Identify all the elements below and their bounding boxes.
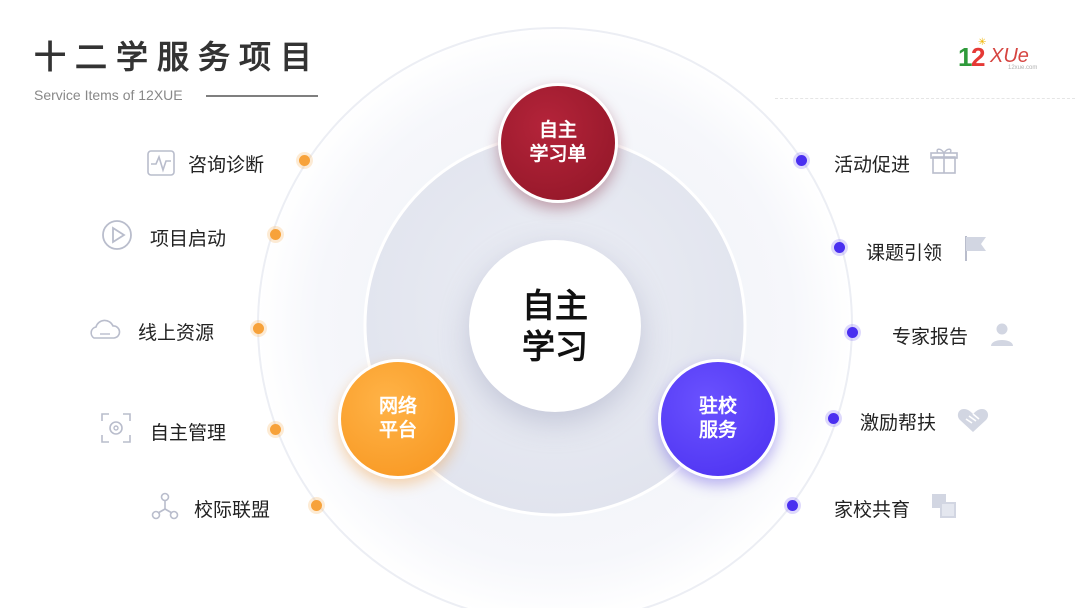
gear-frame-icon — [101, 413, 131, 443]
page-subtitle: Service Items of 12XUE — [34, 87, 183, 103]
left-item-launch-dot — [270, 229, 281, 240]
node-online-platform-label: 网络 平台 — [378, 395, 417, 441]
network-nodes-icon — [151, 492, 179, 520]
handshake-icon — [957, 409, 989, 432]
overlap-squares-icon — [932, 494, 956, 518]
gift-icon — [930, 148, 958, 174]
subtitle-underline — [206, 95, 318, 97]
node-self-study-sheet-label: 自主 学习单 — [529, 119, 587, 165]
right-item-activity: 活动促进 — [834, 154, 911, 176]
cloud-icon — [90, 319, 121, 339]
center-node-label: 自主 学习 — [522, 285, 588, 366]
flag-icon — [965, 236, 986, 261]
node-self-study-sheet[interactable]: 自主 学习单 — [498, 83, 618, 203]
logo-digit-2: 2 — [971, 42, 986, 72]
right-item-research: 课题引领 — [866, 242, 943, 264]
node-onsite-service[interactable]: 驻校 服务 — [658, 359, 778, 479]
right-item-research-dot — [834, 242, 845, 253]
logo-small-text: 12xue.com — [1008, 65, 1038, 71]
play-circle-icon — [102, 220, 132, 250]
right-item-home-school: 家校共育 — [834, 499, 911, 521]
left-item-consult: 咨询诊断 — [188, 154, 265, 176]
left-item-self-management: 自主管理 — [150, 422, 227, 444]
right-item-activity-dot — [796, 155, 807, 166]
left-item-online-resources-dot — [253, 323, 264, 334]
left-item-online-resources: 线上资源 — [138, 322, 215, 344]
right-item-incentive-dot — [828, 413, 839, 424]
left-item-launch: 项目启动 — [150, 228, 227, 250]
person-icon — [991, 323, 1013, 346]
left-item-self-management-dot — [270, 424, 281, 435]
right-item-expert-dot — [847, 327, 858, 338]
page-title: 十二学服务项目 — [34, 38, 322, 76]
logo-spark-icon: ✳ — [978, 37, 987, 48]
left-item-school-alliance-dot — [311, 500, 322, 511]
center-node[interactable]: 自主 学习 — [469, 240, 641, 412]
header-dashed-divider — [775, 98, 1075, 99]
logo-text: XUe — [990, 45, 1029, 67]
logo-digit-1: 1 — [958, 42, 973, 72]
left-item-consult-dot — [299, 155, 310, 166]
brand-logo: ✳ 1 2 XUe 12xue.com — [958, 37, 1048, 74]
node-online-platform[interactable]: 网络 平台 — [338, 359, 458, 479]
left-item-school-alliance: 校际联盟 — [194, 499, 271, 521]
node-onsite-service-label: 驻校 服务 — [698, 395, 737, 441]
right-item-home-school-dot — [787, 500, 798, 511]
pulse-monitor-icon — [147, 150, 175, 176]
right-item-incentive: 激励帮扶 — [860, 412, 937, 434]
right-item-expert: 专家报告 — [892, 326, 969, 348]
